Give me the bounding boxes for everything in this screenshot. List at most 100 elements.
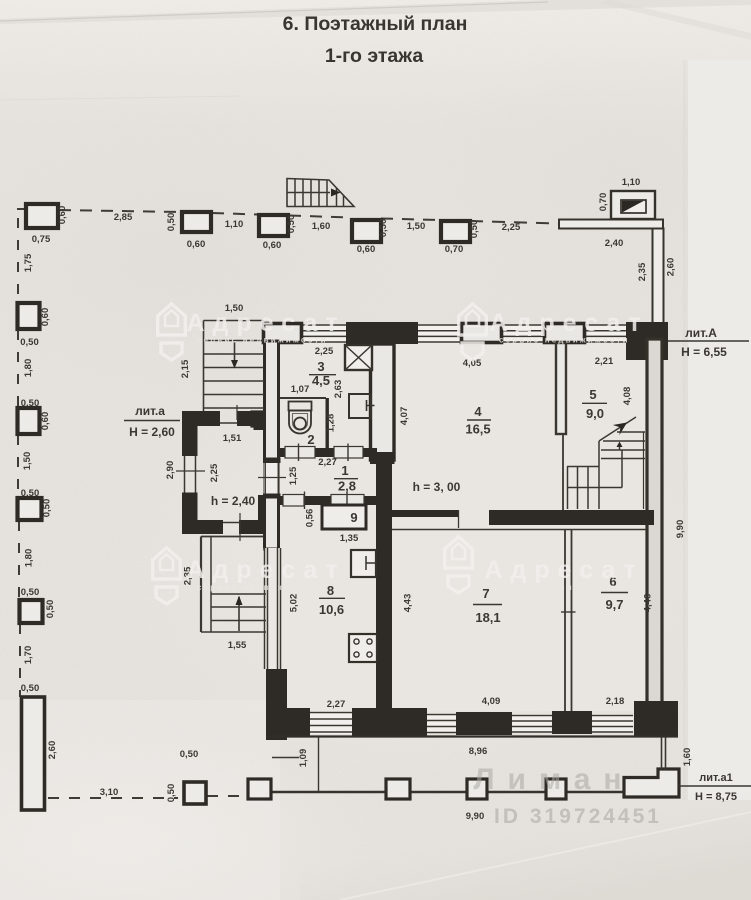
svg-text:2,35: 2,35 bbox=[637, 262, 648, 281]
svg-text:1,09: 1,09 bbox=[298, 749, 309, 768]
svg-text:2,40: 2,40 bbox=[605, 238, 624, 249]
svg-text:1,80: 1,80 bbox=[23, 359, 34, 378]
svg-text:3,10: 3,10 bbox=[100, 787, 119, 798]
svg-text:1,80: 1,80 bbox=[24, 549, 35, 568]
svg-text:1,60: 1,60 bbox=[312, 221, 331, 232]
svg-text:Адресат: Адресат bbox=[489, 309, 648, 337]
svg-text:5,02: 5,02 bbox=[289, 594, 300, 613]
svg-text:1,55: 1,55 bbox=[228, 640, 247, 651]
svg-text:лит.а: лит.а bbox=[135, 404, 165, 418]
svg-text:0,50: 0,50 bbox=[286, 215, 297, 234]
svg-text:0,50: 0,50 bbox=[21, 683, 40, 694]
svg-text:1,50: 1,50 bbox=[22, 452, 33, 471]
svg-text:0,60: 0,60 bbox=[40, 308, 51, 327]
svg-text:1,50: 1,50 bbox=[225, 303, 244, 314]
svg-text:Адресат: Адресат bbox=[186, 556, 345, 584]
svg-text:1,10: 1,10 bbox=[622, 177, 641, 188]
svg-text:4,09: 4,09 bbox=[482, 696, 501, 707]
svg-text:1,75: 1,75 bbox=[23, 253, 34, 272]
svg-text:9,90: 9,90 bbox=[466, 811, 485, 822]
svg-text:0,70: 0,70 bbox=[445, 244, 464, 255]
svg-text:4,05: 4,05 bbox=[463, 358, 482, 369]
svg-text:1,25: 1,25 bbox=[288, 466, 299, 485]
svg-text:9: 9 bbox=[350, 510, 357, 525]
svg-text:0,56: 0,56 bbox=[305, 509, 316, 528]
svg-text:4: 4 bbox=[474, 404, 482, 419]
svg-text:4,08: 4,08 bbox=[622, 387, 633, 406]
svg-text:1,70: 1,70 bbox=[23, 646, 34, 665]
svg-text:0,50: 0,50 bbox=[180, 749, 199, 760]
svg-text:0,70: 0,70 bbox=[598, 193, 609, 212]
svg-text:2,27: 2,27 bbox=[318, 457, 337, 468]
svg-text:4,43: 4,43 bbox=[403, 594, 414, 613]
svg-text:2,8: 2,8 bbox=[338, 479, 356, 494]
svg-text:h = 2,40: h = 2,40 bbox=[211, 494, 256, 508]
svg-text:2,35: 2,35 bbox=[183, 566, 194, 585]
svg-text:2,21: 2,21 bbox=[595, 356, 614, 367]
svg-text:5: 5 bbox=[589, 387, 596, 402]
svg-text:0,60: 0,60 bbox=[357, 244, 376, 255]
svg-text:Адресат: Адресат bbox=[186, 309, 345, 337]
svg-text:1,07: 1,07 bbox=[291, 384, 310, 395]
svg-text:h = 3, 00: h = 3, 00 bbox=[413, 480, 461, 494]
svg-text:0,50: 0,50 bbox=[45, 600, 56, 619]
svg-text:18,1: 18,1 bbox=[475, 610, 500, 625]
svg-text:сервис недвижимости: сервис недвижимости bbox=[197, 336, 328, 345]
svg-text:сервис недвижимости: сервис недвижимости bbox=[499, 336, 630, 345]
svg-text:2,27: 2,27 bbox=[327, 699, 346, 710]
svg-text:H = 6,55: H = 6,55 bbox=[681, 345, 727, 359]
svg-text:16,5: 16,5 bbox=[465, 422, 490, 437]
svg-text:2: 2 bbox=[307, 432, 314, 447]
svg-text:2,63: 2,63 bbox=[333, 380, 344, 399]
svg-text:Лиман: Лиман bbox=[473, 763, 634, 796]
svg-text:9,90: 9,90 bbox=[675, 520, 686, 539]
svg-text:2,25: 2,25 bbox=[209, 463, 220, 482]
svg-text:1,50: 1,50 bbox=[407, 221, 426, 232]
svg-text:1,10: 1,10 bbox=[225, 219, 244, 230]
svg-text:ID 319724451: ID 319724451 bbox=[494, 805, 662, 828]
svg-text:0,60: 0,60 bbox=[187, 239, 206, 250]
svg-text:9,7: 9,7 bbox=[605, 597, 623, 612]
svg-text:0,50: 0,50 bbox=[469, 220, 480, 239]
svg-text:1,35: 1,35 bbox=[340, 533, 359, 544]
svg-text:4,07: 4,07 bbox=[399, 407, 410, 426]
svg-text:сервис недвижимости: сервис недвижимости bbox=[197, 583, 328, 592]
svg-text:8: 8 bbox=[327, 583, 334, 598]
svg-text:1,28: 1,28 bbox=[326, 414, 337, 433]
svg-text:0,50: 0,50 bbox=[378, 219, 389, 238]
svg-text:2,25: 2,25 bbox=[502, 222, 521, 233]
svg-text:0,50: 0,50 bbox=[42, 499, 53, 518]
svg-text:0,60: 0,60 bbox=[263, 240, 282, 251]
svg-text:0,50: 0,50 bbox=[21, 398, 40, 409]
svg-text:Адресат: Адресат bbox=[484, 556, 643, 584]
svg-text:лит.А: лит.А bbox=[685, 326, 717, 340]
svg-text:6. Поэтажный план: 6. Поэтажный план bbox=[283, 13, 468, 35]
svg-text:7: 7 bbox=[482, 586, 489, 601]
svg-text:0,50: 0,50 bbox=[21, 587, 40, 598]
svg-text:0,50: 0,50 bbox=[166, 213, 177, 232]
svg-text:0,50: 0,50 bbox=[20, 337, 39, 348]
svg-text:H = 8,75: H = 8,75 bbox=[695, 791, 737, 803]
svg-text:0,75: 0,75 bbox=[32, 234, 51, 245]
svg-text:9,0: 9,0 bbox=[586, 406, 604, 421]
svg-text:0,50: 0,50 bbox=[21, 488, 40, 499]
svg-text:2,85: 2,85 bbox=[114, 212, 133, 223]
svg-text:4,46: 4,46 bbox=[643, 594, 654, 613]
svg-text:10,6: 10,6 bbox=[319, 602, 344, 617]
svg-text:0,50: 0,50 bbox=[166, 784, 177, 803]
svg-text:2,60: 2,60 bbox=[47, 741, 58, 760]
svg-text:3: 3 bbox=[317, 359, 324, 374]
svg-text:1-го этажа: 1-го этажа bbox=[325, 45, 424, 67]
svg-text:H = 2,60: H = 2,60 bbox=[129, 425, 175, 439]
svg-text:8,96: 8,96 bbox=[469, 746, 488, 757]
svg-text:2,18: 2,18 bbox=[606, 696, 625, 707]
svg-text:1,60: 1,60 bbox=[682, 748, 693, 767]
svg-text:2,90: 2,90 bbox=[165, 461, 176, 480]
svg-text:0,60: 0,60 bbox=[57, 206, 68, 225]
svg-text:6: 6 bbox=[609, 574, 616, 589]
svg-text:лит.а1: лит.а1 bbox=[699, 772, 732, 784]
svg-text:0,60: 0,60 bbox=[40, 412, 51, 431]
svg-text:1: 1 bbox=[341, 463, 348, 478]
svg-text:1,51: 1,51 bbox=[223, 433, 242, 444]
svg-text:2,60: 2,60 bbox=[666, 258, 677, 277]
